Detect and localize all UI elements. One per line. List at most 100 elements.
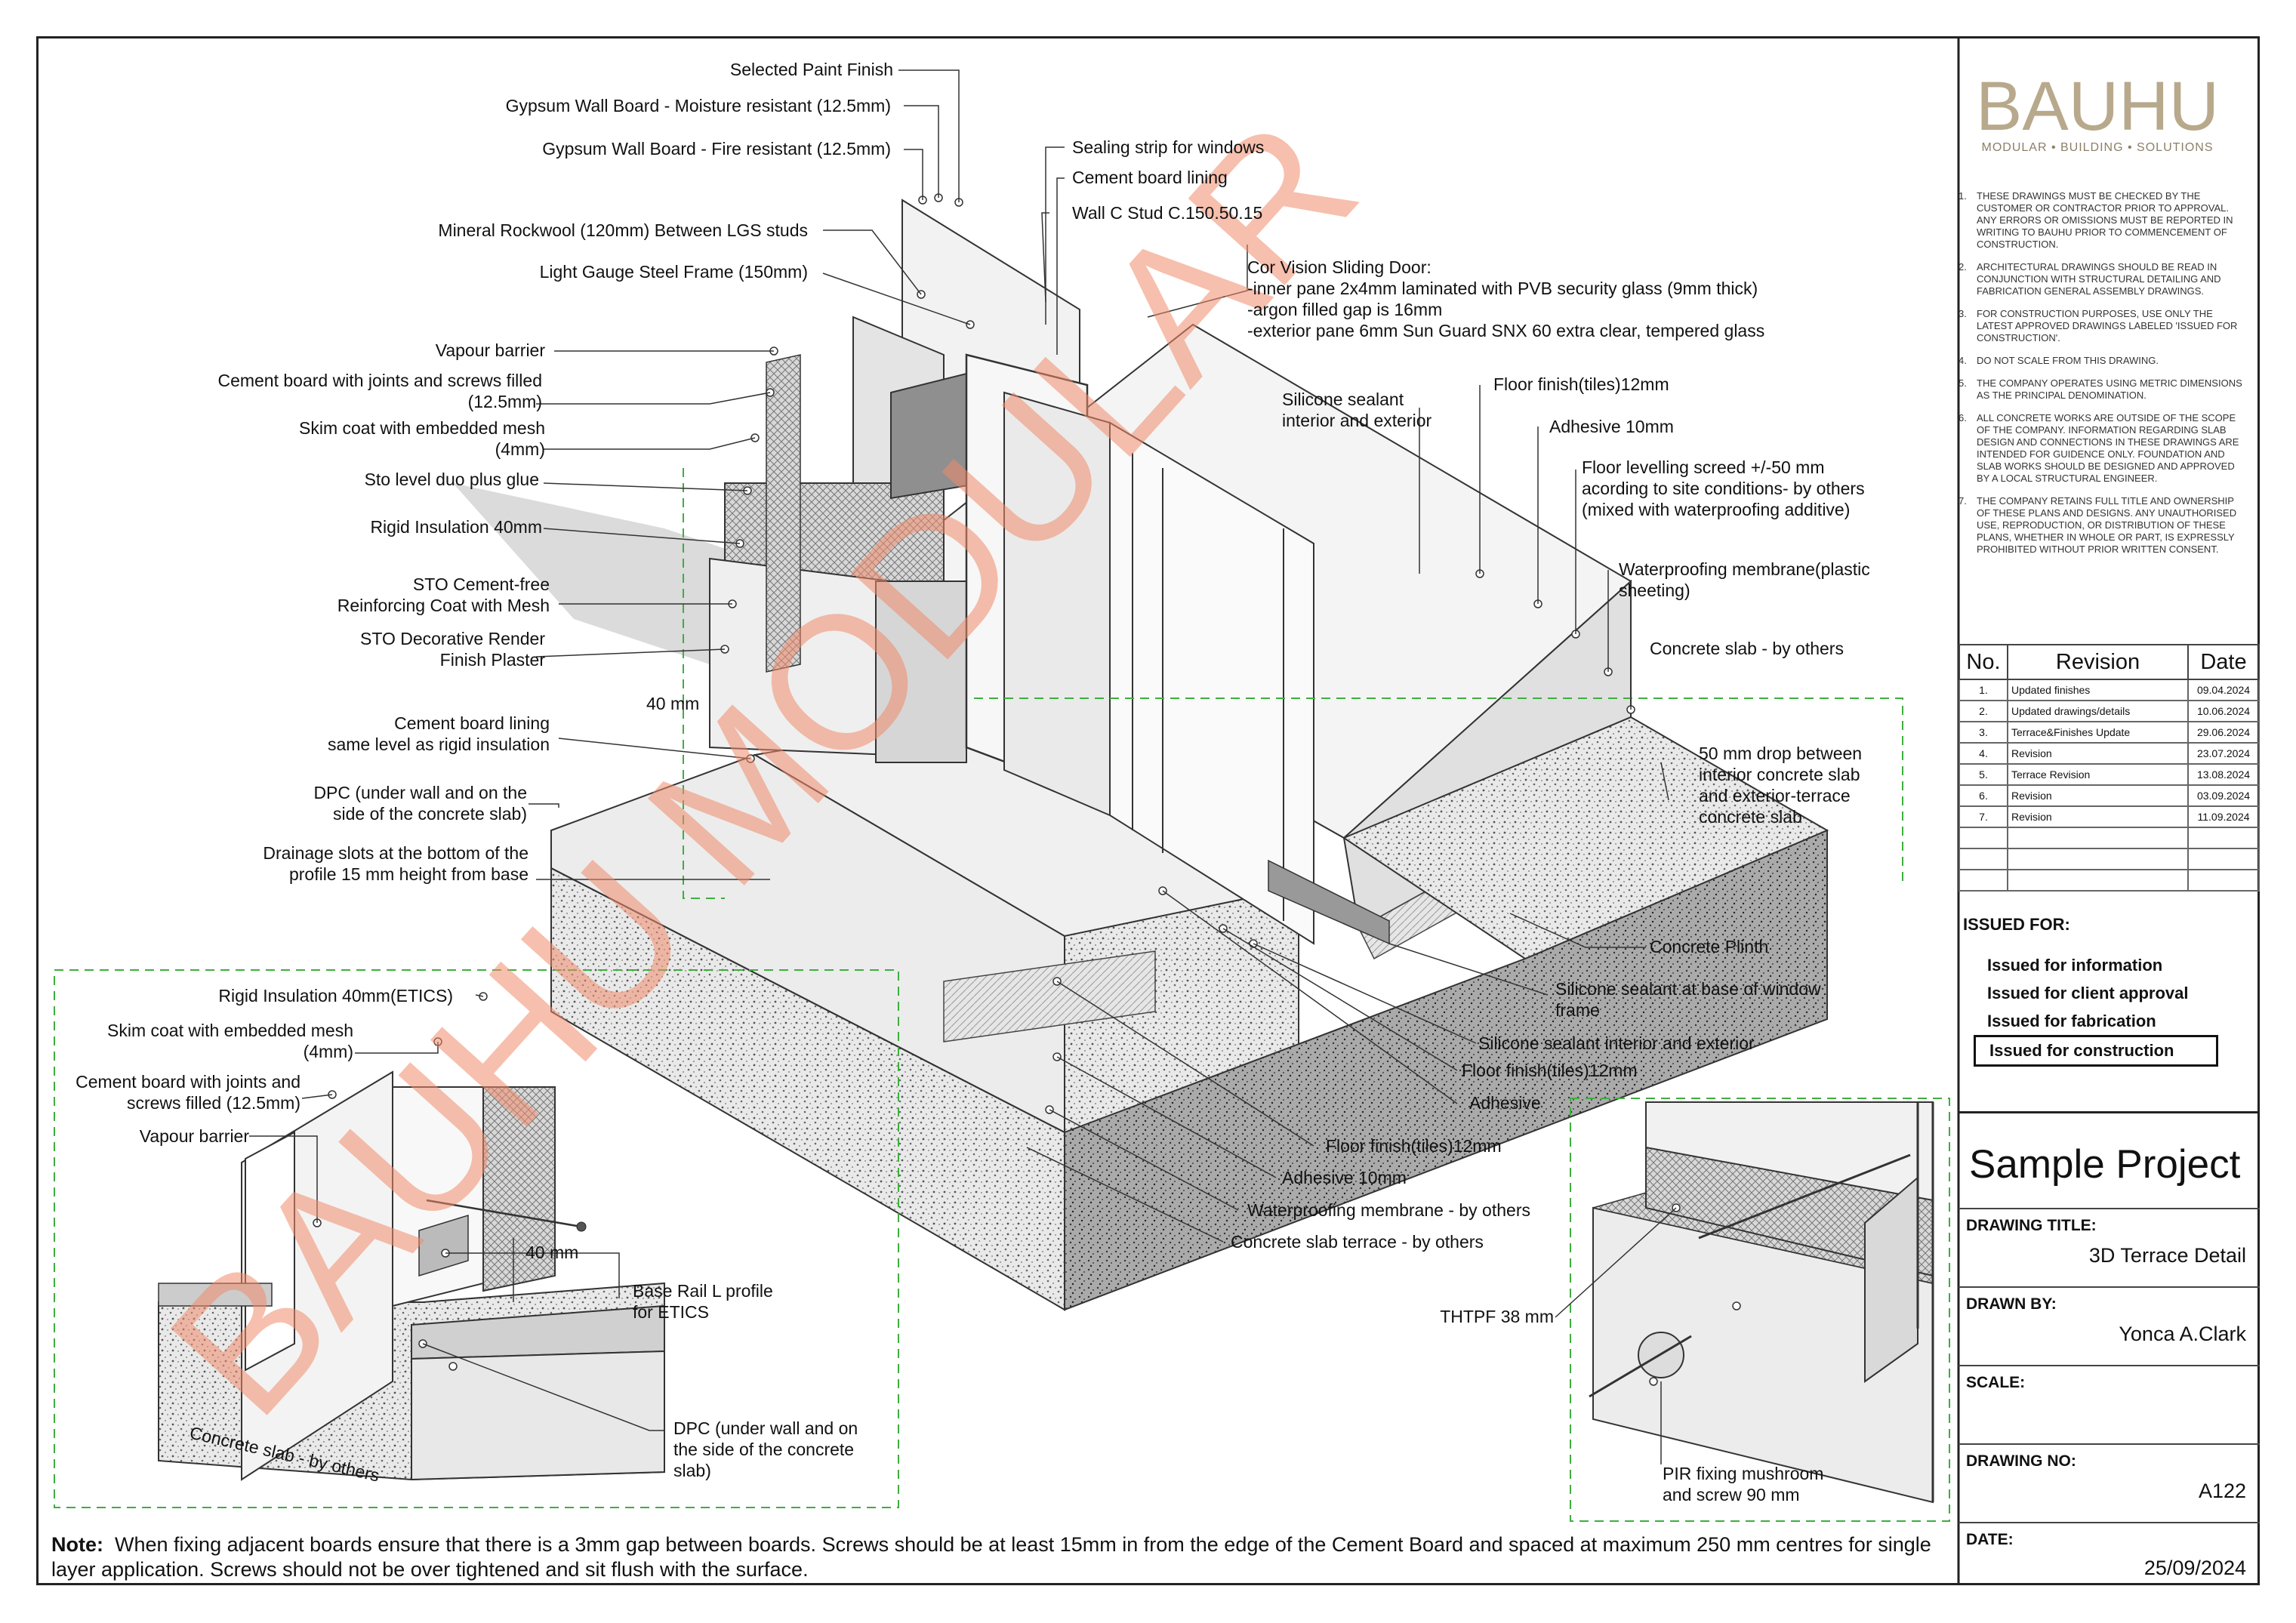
footer-note-text: When fixing adjacent boards ensure that … bbox=[51, 1533, 1931, 1581]
label-sto-render-2: Finish Plaster bbox=[440, 650, 546, 670]
label-d-skim-2: (4mm) bbox=[304, 1042, 353, 1061]
revision-cell-date: 23.07.2024 bbox=[2187, 742, 2260, 765]
revision-cell-date bbox=[2187, 848, 2260, 870]
revision-cell-date: 13.08.2024 bbox=[2187, 763, 2260, 786]
main-labels: Selected Paint Finish Gypsum Wall Board … bbox=[217, 60, 1869, 1252]
label-door-2: -inner pane 2x4mm laminated with PVB sec… bbox=[1247, 279, 1758, 298]
issued-for-fabrication: Issued for fabrication bbox=[1987, 1012, 2156, 1030]
label-lgs: Light Gauge Steel Frame (150mm) bbox=[540, 262, 808, 282]
general-note-number: 5. bbox=[1959, 377, 1967, 389]
label-drain-1: Drainage slots at the bottom of the bbox=[263, 843, 529, 863]
thtpf-inset-detail bbox=[1570, 1098, 1950, 1522]
drawing-no-field: DRAWING NO: A122 bbox=[1959, 1443, 2260, 1522]
revision-cell-revision: Revision bbox=[2007, 784, 2189, 807]
general-notes: 1. THESE DRAWINGS MUST BE CHECKED BY THE … bbox=[1959, 190, 2247, 566]
label-d-vapour: Vapour barrier bbox=[140, 1126, 250, 1146]
label-gwb-moisture: Gypsum Wall Board - Moisture resistant (… bbox=[506, 96, 891, 115]
label-d-skim-1: Skim coat with embedded mesh bbox=[107, 1021, 353, 1040]
general-note-text: THE COMPANY RETAINS FULL TITLE AND OWNER… bbox=[1977, 495, 2237, 555]
label-d-cb-2: screws filled (12.5mm) bbox=[127, 1093, 300, 1113]
label-paint: Selected Paint Finish bbox=[730, 60, 893, 79]
issued-for-block: ISSUED FOR: Issued for information Issue… bbox=[1963, 915, 2250, 1067]
revision-cell-revision: Terrace&Finishes Update bbox=[2007, 721, 2189, 744]
label-sto-render-1: STO Decorative Render bbox=[360, 629, 545, 648]
date-label: DATE: bbox=[1966, 1531, 2014, 1548]
general-note-number: 1. bbox=[1959, 190, 1967, 202]
label-wp-by-others: Waterproofing membrane - by others bbox=[1247, 1200, 1530, 1220]
bauhu-logo: BAUHU MODULAR • BUILDING • SOLUTIONS bbox=[1976, 68, 2219, 154]
label-floor-tiles-2: Floor finish(tiles)12mm bbox=[1462, 1061, 1638, 1080]
revision-row bbox=[1959, 848, 2260, 870]
label-cement-board-1: Cement board with joints and screws fill… bbox=[217, 371, 542, 390]
revision-cell-no bbox=[1959, 869, 2008, 892]
label-sto-cf-1: STO Cement-free bbox=[413, 574, 550, 594]
label-thtpf: THTPF 38 mm bbox=[1440, 1307, 1554, 1326]
project-field bbox=[1959, 1111, 2260, 1209]
label-floor-tiles: Floor finish(tiles)12mm bbox=[1493, 374, 1669, 394]
revision-cell-no: 3. bbox=[1959, 721, 2008, 744]
label-dpc-1: DPC (under wall and on the bbox=[313, 783, 527, 802]
revision-cell-no: 1. bbox=[1959, 679, 2008, 701]
label-sto-cf-2: Reinforcing Coat with Mesh bbox=[337, 596, 550, 615]
label-wp-membrane-2: sheeting) bbox=[1619, 581, 1690, 600]
label-plinth: Concrete Plinth bbox=[1650, 937, 1768, 956]
label-sil-base-2: frame bbox=[1555, 1000, 1600, 1020]
label-silicone-2: interior and exterior bbox=[1282, 411, 1432, 430]
project-title: Sample Project bbox=[1969, 1142, 2241, 1187]
label-vapour: Vapour barrier bbox=[436, 340, 546, 360]
revision-cell-revision: Updated drawings/details bbox=[2007, 700, 2189, 722]
drawing-title-value: 3D Terrace Detail bbox=[2088, 1244, 2246, 1267]
revision-cell-revision bbox=[2007, 827, 2189, 849]
revision-cell-revision: Revision bbox=[2007, 805, 2189, 828]
revision-cell-date bbox=[2187, 869, 2260, 892]
rev-header-date: Date bbox=[2187, 644, 2260, 680]
drawing-title-field: DRAWING TITLE: 3D Terrace Detail bbox=[1959, 1208, 2260, 1286]
label-screed-1: Floor levelling screed +/-50 mm bbox=[1582, 457, 1824, 477]
footer-note: Note: When fixing adjacent boards ensure… bbox=[51, 1532, 1954, 1582]
label-cb-lining-2: same level as rigid insulation bbox=[328, 735, 550, 754]
label-d-rigid: Rigid Insulation 40mm(ETICS) bbox=[218, 986, 453, 1006]
general-note: 4. DO NOT SCALE FROM THIS DRAWING. bbox=[1959, 355, 2247, 367]
revision-cell-no: 7. bbox=[1959, 805, 2008, 828]
label-cb-lining-1: Cement board lining bbox=[394, 713, 550, 733]
revision-cell-date: 10.06.2024 bbox=[2187, 700, 2260, 722]
label-d-base-rail-1: Base Rail L profile bbox=[633, 1281, 773, 1301]
revision-cell-revision bbox=[2007, 869, 2189, 892]
label-dpc-2: side of the concrete slab) bbox=[333, 804, 527, 824]
label-screed-3: (mixed with waterproofing additive) bbox=[1582, 500, 1850, 519]
general-note-text: ARCHITECTURAL DRAWINGS SHOULD BE READ IN… bbox=[1977, 261, 2221, 297]
general-note-text: THESE DRAWINGS MUST BE CHECKED BY THE CU… bbox=[1977, 190, 2233, 250]
label-cement-board-2: (12.5mm) bbox=[468, 392, 542, 411]
label-pir-2: and screw 90 mm bbox=[1663, 1485, 1800, 1504]
label-d-dpc-3: slab) bbox=[673, 1461, 711, 1480]
general-note-text: FOR CONSTRUCTION PURPOSES, USE ONLY THE … bbox=[1977, 308, 2238, 343]
general-note-number: 2. bbox=[1959, 261, 1967, 273]
general-note-text: DO NOT SCALE FROM THIS DRAWING. bbox=[1977, 355, 2159, 366]
general-note-text: THE COMPANY OPERATES USING METRIC DIMENS… bbox=[1977, 377, 2242, 401]
scale-field: SCALE: bbox=[1959, 1365, 2260, 1443]
revision-cell-revision: Revision bbox=[2007, 742, 2189, 765]
general-note-number: 6. bbox=[1959, 412, 1967, 423]
etics-inset-detail bbox=[54, 969, 899, 1508]
general-note: 7.THE COMPANY RETAINS FULL TITLE AND OWN… bbox=[1959, 495, 2247, 556]
drawing-no-label: DRAWING NO: bbox=[1966, 1452, 2076, 1470]
label-door-1: Cor Vision Sliding Door: bbox=[1247, 257, 1432, 277]
label-adhesive: Adhesive bbox=[1469, 1093, 1541, 1113]
logo-tagline: MODULAR • BUILDING • SOLUTIONS bbox=[1981, 141, 2213, 154]
issued-for-information: Issued for information bbox=[1987, 956, 2163, 975]
general-note-number: 3. bbox=[1959, 308, 1967, 319]
drawing-title-label: DRAWING TITLE: bbox=[1966, 1217, 2097, 1234]
footer-note-label: Note: bbox=[51, 1533, 103, 1556]
revision-cell-date: 29.06.2024 bbox=[2187, 721, 2260, 744]
revision-cell-no: 5. bbox=[1959, 763, 2008, 786]
general-note-number: 4. bbox=[1959, 355, 1967, 366]
scale-label: SCALE: bbox=[1966, 1374, 2026, 1391]
general-note: 3. FOR CONSTRUCTION PURPOSES, USE ONLY TH… bbox=[1959, 308, 2247, 344]
label-screed-2: acording to site conditions- by others bbox=[1582, 479, 1865, 498]
date-field: DATE: 25/09/2024 bbox=[1959, 1522, 2260, 1585]
label-terrace-slab: Concrete slab terrace - by others bbox=[1231, 1232, 1484, 1252]
label-d-40: 40 mm bbox=[525, 1243, 578, 1262]
drawn-by-field: DRAWN BY: Yonca A.Clark bbox=[1959, 1286, 2260, 1365]
label-wp-membrane-1: Waterproofing membrane(plastic bbox=[1619, 559, 1870, 579]
